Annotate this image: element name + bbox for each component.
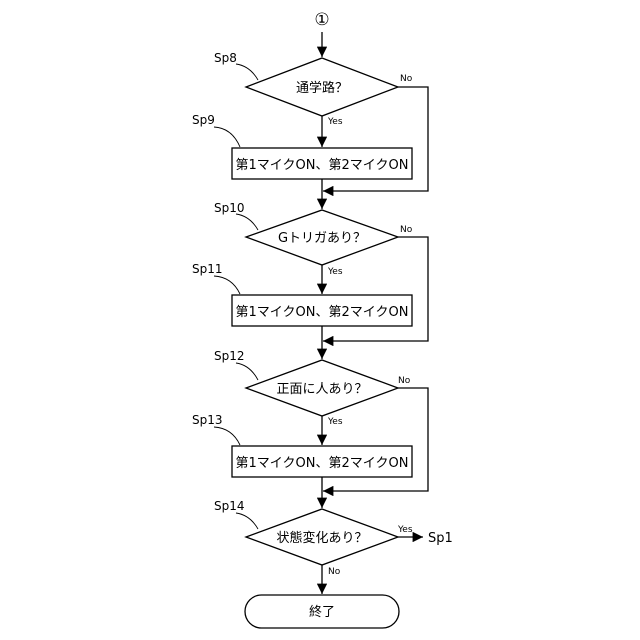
process-sp9-text: 第1マイクON、第2マイクON [236, 158, 409, 173]
step-label-sp12: Sp12 [214, 349, 245, 363]
leader-sp11 [214, 276, 240, 294]
leader-sp12 [236, 363, 258, 380]
sp8-no-label: No [400, 74, 413, 84]
sp14-no-label: No [328, 567, 341, 577]
step-label-sp14: Sp14 [214, 499, 245, 513]
sp12-no-label: No [398, 376, 411, 386]
sp14-yes-label: Yes [397, 525, 413, 535]
process-sp11-text: 第1マイクON、第2マイクON [236, 305, 409, 320]
decision-sp12-text: 正面に人あり？ [276, 382, 367, 397]
step-label-sp10: Sp10 [214, 201, 245, 215]
step-label-sp11: Sp11 [192, 262, 223, 276]
sp12-yes-label: Yes [327, 417, 343, 427]
connector-symbol: ① [314, 10, 329, 30]
leader-sp13 [214, 427, 240, 445]
sp10-no-label: No [400, 225, 413, 235]
leader-sp9 [214, 127, 240, 147]
decision-sp10-text: Gトリガあり？ [278, 231, 366, 246]
step-label-sp9: Sp9 [192, 113, 215, 127]
sp10-yes-label: Yes [327, 267, 343, 277]
leader-sp8 [236, 64, 258, 80]
terminator-end-text: 終了 [309, 604, 335, 620]
step-label-sp13: Sp13 [192, 413, 223, 427]
process-sp13-text: 第1マイクON、第2マイクON [236, 456, 409, 471]
decision-sp14-text: 状態変化あり？ [276, 530, 367, 546]
step-label-sp8: Sp8 [214, 51, 237, 65]
decision-sp8-text: 通学路？ [296, 80, 348, 96]
sp14-yes-target: Sp1 [428, 531, 453, 546]
leader-sp10 [236, 214, 258, 230]
sp8-yes-label: Yes [327, 117, 343, 127]
leader-sp14 [236, 513, 258, 529]
